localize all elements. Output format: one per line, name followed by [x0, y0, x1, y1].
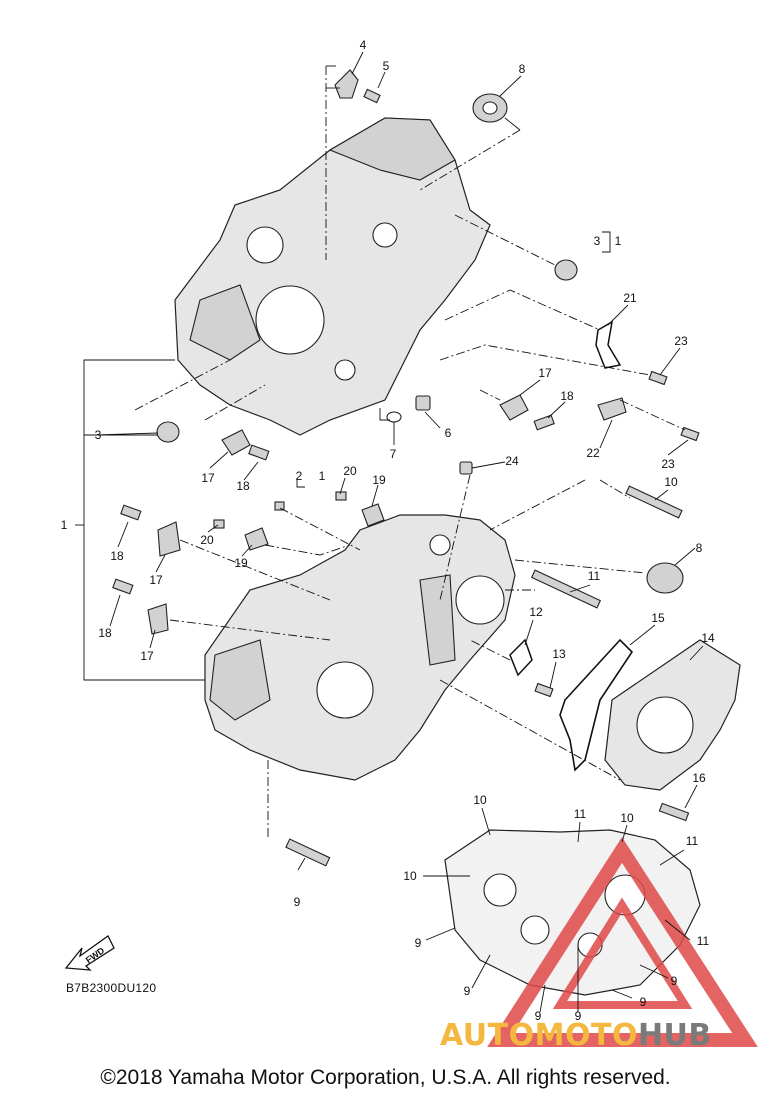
callout-16: 16 [692, 771, 706, 785]
callout-9e: 9 [535, 1009, 542, 1023]
callout-1a: 1 [615, 234, 622, 248]
callout-17c: 17 [149, 573, 163, 587]
callout-18d: 18 [98, 626, 112, 640]
callout-18c: 18 [110, 549, 124, 563]
watermark-text-accent: HUB [637, 1018, 712, 1053]
callout-24: 24 [505, 454, 519, 468]
callout-23a: 23 [674, 334, 688, 348]
callout-20a: 20 [343, 464, 357, 478]
callout-9g: 9 [640, 995, 647, 1009]
diagram-code: B7B2300DU120 [66, 981, 157, 995]
callout-9f: 9 [575, 1009, 582, 1023]
callout-17d: 17 [140, 649, 154, 663]
callout-10b: 10 [473, 793, 487, 807]
callout-9c: 9 [671, 974, 678, 988]
callout-21: 21 [623, 291, 637, 305]
callout-22: 22 [586, 446, 600, 460]
callout-17b: 17 [201, 471, 215, 485]
watermark-logo: AUTOMOTOHUB [440, 1018, 712, 1053]
callout-10c: 10 [620, 811, 634, 825]
callout-20b: 20 [200, 533, 214, 547]
callout-11a: 11 [588, 569, 601, 583]
callout-9d: 9 [464, 984, 471, 998]
watermark-text-main: AUTOMOTO [440, 1018, 638, 1053]
callout-23b: 23 [661, 457, 675, 471]
callout-19b: 19 [234, 556, 248, 570]
callout-10a: 10 [664, 475, 678, 489]
callout-11d: 11 [697, 934, 710, 948]
upper-crankcase-half [174, 117, 491, 436]
copyright-notice: ©2018 Yamaha Motor Corporation, U.S.A. A… [100, 1066, 671, 1089]
watermark-triangle [487, 837, 758, 1047]
crankcase-cover [604, 639, 741, 791]
callout-11c: 11 [686, 834, 699, 848]
callout-3b: 3 [95, 428, 102, 442]
assembly-lines [75, 51, 704, 1013]
callout-10d: 10 [403, 869, 417, 883]
fwd-arrow-icon: FWD [64, 935, 115, 971]
callout-11b: 11 [574, 807, 587, 821]
callout-9b: 9 [415, 936, 422, 950]
callout-12: 12 [529, 605, 543, 619]
callout-6: 6 [445, 426, 452, 440]
small-parts [112, 69, 700, 867]
cover-gasket [559, 638, 634, 772]
callout-8b: 8 [696, 541, 703, 555]
callout-1c: 1 [61, 518, 68, 532]
callout-8a: 8 [519, 62, 526, 76]
lower-crankcase-half [204, 514, 516, 781]
callout-4: 4 [360, 38, 367, 52]
callout-14: 14 [701, 631, 715, 645]
callout-9a: 9 [294, 895, 301, 909]
callout-17a: 17 [538, 366, 552, 380]
callout-18b: 18 [236, 479, 250, 493]
callout-2: 2 [296, 469, 303, 483]
callout-3a: 3 [594, 234, 601, 248]
callout-13: 13 [552, 647, 566, 661]
callout-1b: 1 [319, 469, 326, 483]
callout-7: 7 [390, 447, 397, 461]
callout-15: 15 [651, 611, 665, 625]
callout-18a: 18 [560, 389, 574, 403]
callout-5: 5 [383, 59, 390, 73]
callout-19a: 19 [372, 473, 386, 487]
